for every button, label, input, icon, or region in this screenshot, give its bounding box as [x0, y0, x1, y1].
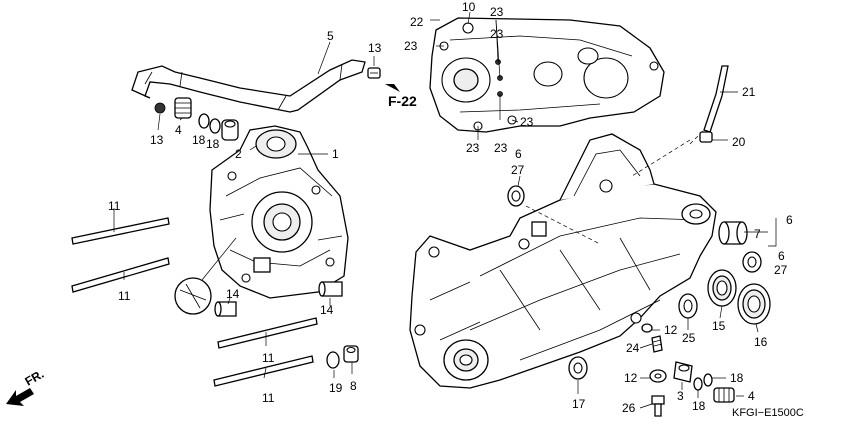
- callout-4-lower: 4: [748, 389, 755, 403]
- callout-23-b: 23: [404, 39, 418, 53]
- oil-seal-upper: [507, 185, 525, 207]
- spring-lower: [713, 387, 735, 403]
- callout-4-top: 4: [175, 123, 182, 137]
- callout-6-top: 6: [515, 147, 522, 161]
- right-crankcase: [209, 125, 349, 299]
- tube-clamp-right: [367, 67, 381, 79]
- breather-tube: [131, 59, 366, 114]
- stud-bolt-3: [217, 317, 318, 349]
- callout-12-lower: 12: [624, 371, 638, 385]
- bolt-24: [651, 335, 663, 353]
- dowel-pin-left: [214, 301, 237, 317]
- bolt-26: [651, 395, 665, 417]
- callout-12-upper: 12: [664, 323, 678, 337]
- callout-23-e: 23: [466, 141, 480, 155]
- callout-11-c: 11: [262, 351, 275, 365]
- callout-10: 10: [462, 0, 476, 14]
- washer-lower-1: [693, 377, 703, 391]
- callout-14-right: 14: [320, 303, 334, 317]
- washer-12-lower: [649, 369, 667, 383]
- callout-23-d: 23: [520, 115, 534, 129]
- callout-11-d: 11: [262, 391, 275, 405]
- front-direction-arrow: [6, 388, 34, 406]
- callout-27-top: 27: [511, 163, 525, 177]
- callout-1: 1: [332, 147, 339, 161]
- callout-18-top-2: 18: [206, 137, 220, 151]
- callout-18-lower-2: 18: [692, 399, 706, 413]
- callout-23-a: 23: [490, 5, 504, 19]
- bearing-15: [707, 269, 737, 307]
- spring-top: [174, 97, 192, 119]
- callout-6-lower: 6: [778, 249, 785, 263]
- callout-11-b: 11: [118, 289, 131, 303]
- callout-17: 17: [572, 397, 586, 411]
- callout-14-left: 14: [226, 287, 240, 301]
- oil-seal-right: [742, 251, 762, 273]
- callout-8: 8: [350, 379, 357, 393]
- callout-20: 20: [732, 135, 746, 149]
- stud-bolt-4: [213, 355, 314, 387]
- callout-26: 26: [622, 401, 636, 415]
- callout-27-right: 27: [774, 263, 788, 277]
- callout-24: 24: [626, 341, 640, 355]
- collar-7: [718, 221, 748, 245]
- callout-6-right: 6: [786, 213, 793, 227]
- leader-lines: [113, 41, 777, 409]
- washer-lower-2: [703, 373, 713, 387]
- reference-f22: F-22: [388, 93, 417, 109]
- hose-21: [703, 65, 729, 133]
- callout-19: 19: [329, 381, 343, 395]
- transmission-cover: [429, 17, 665, 133]
- clamp-20: [699, 131, 713, 143]
- f22-arrow: [385, 84, 400, 92]
- front-direction-label: FR.: [23, 367, 47, 389]
- callout-15: 15: [712, 319, 726, 333]
- callout-7: 7: [754, 227, 761, 241]
- callout-23-f: 23: [494, 141, 508, 155]
- callout-22: 22: [410, 15, 424, 29]
- callout-11-a: 11: [108, 199, 121, 213]
- collar-top: [221, 119, 239, 141]
- callout-18-lower-1: 18: [730, 371, 744, 385]
- detail-magnifier: [174, 237, 237, 315]
- callout-13-left: 13: [150, 133, 164, 147]
- washer-19: [326, 351, 340, 369]
- callout-3: 3: [677, 389, 684, 403]
- collar-8: [343, 345, 359, 363]
- stud-bolt-1: [71, 217, 170, 245]
- collar-3: [673, 361, 693, 383]
- diagram-code: KFGI−E1500C: [732, 407, 804, 419]
- left-crankcase: [409, 133, 717, 389]
- washer-top-1: [198, 113, 210, 129]
- washer-top-2: [209, 118, 221, 134]
- callout-21: 21: [742, 85, 756, 99]
- oil-seal-17: [568, 356, 588, 380]
- washer-12-upper: [641, 323, 653, 333]
- callout-23-c: 23: [490, 27, 504, 41]
- callout-16: 16: [754, 335, 768, 349]
- callout-25: 25: [682, 331, 696, 345]
- dowel-pin-right: [318, 281, 343, 297]
- callout-18-top-1: 18: [192, 133, 206, 147]
- stud-bolt-2: [71, 257, 170, 293]
- oil-seal-16: [737, 283, 771, 325]
- callout-2: 2: [235, 147, 242, 161]
- callout-5: 5: [327, 29, 334, 43]
- callout-13-right: 13: [368, 41, 382, 55]
- bearing-25: [678, 293, 698, 319]
